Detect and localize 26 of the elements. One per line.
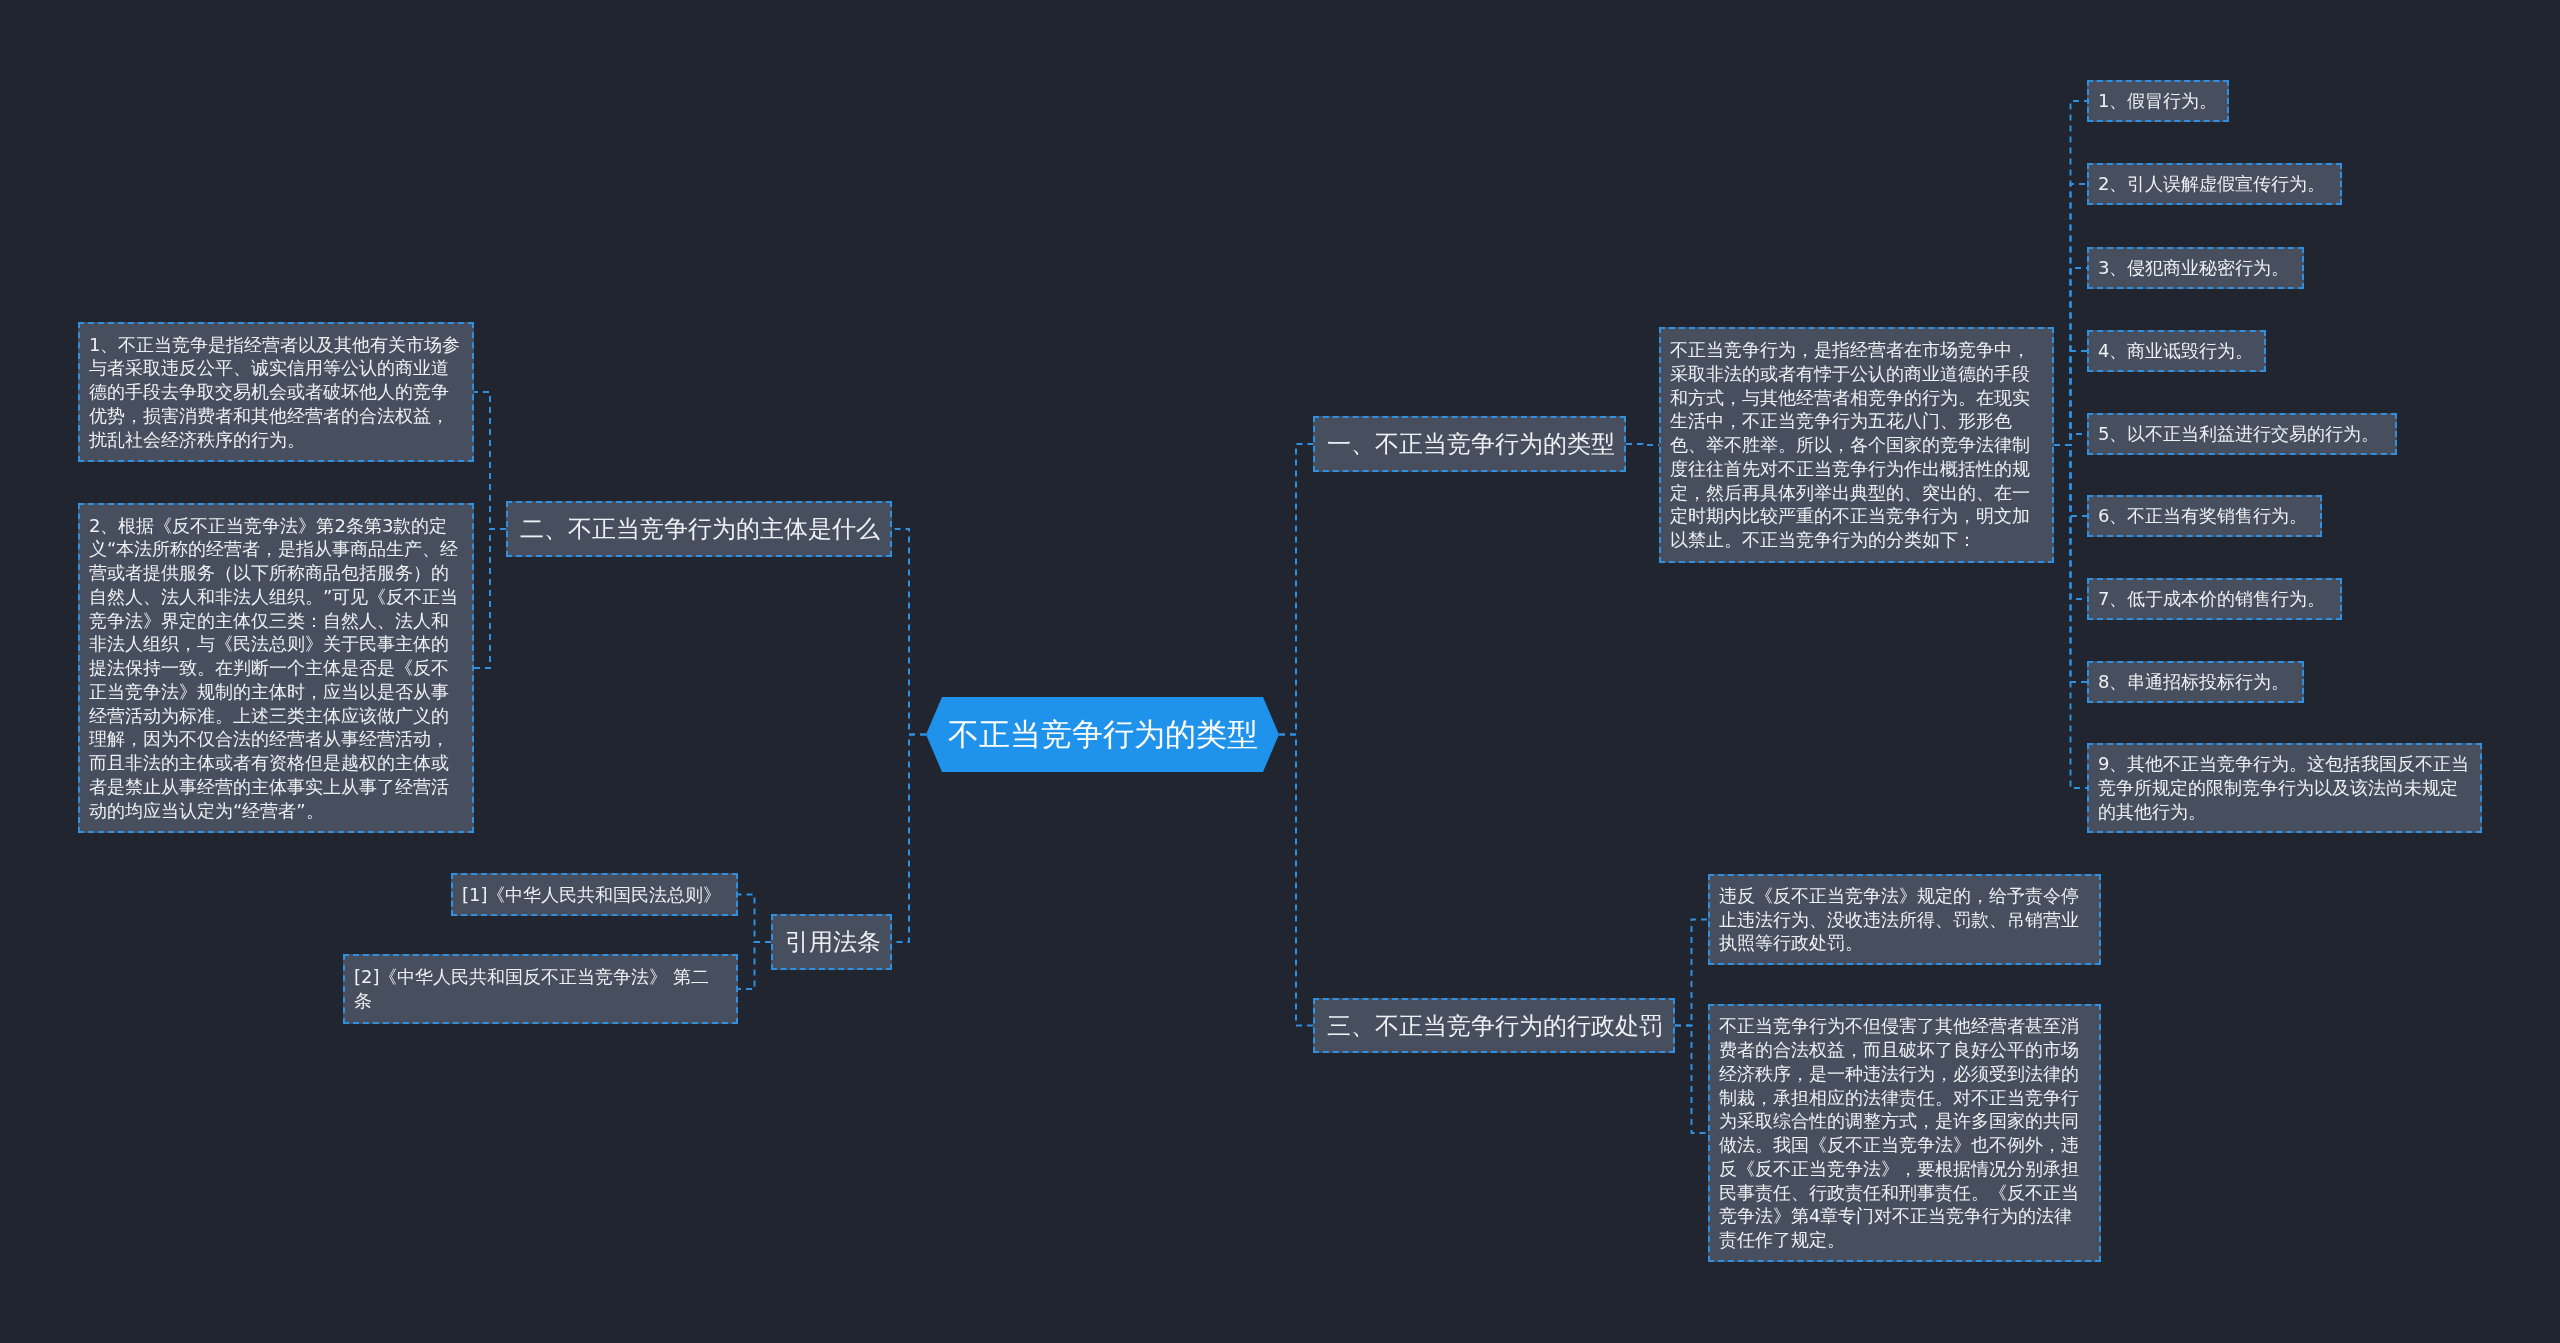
text-box: 不正当竞争行为不但侵害了其他经营者甚至消费者的合法权益，而且破坏了良好公平的市场经济秩序，是一种违法行为，必须受到法律的制裁，承担相应的法律责任。对不正当竞争行为采取综合性的调整方式，是许多国家的共同做法。我国《反不正当竞争法》也不例外，违反《反不正当竞争法》，要根据情况分别承担民事责任、行政责任和刑事责任。《反不正当竞争法》第4章专门对不正当竞争行为的法律责任作了规定。 [1708, 1004, 2101, 1262]
text-box: 1、假冒行为。 [2087, 80, 2229, 122]
text-box: 3、侵犯商业秘密行为。 [2087, 247, 2304, 289]
text-box: 9、其他不正当竞争行为。这包括我国反不正当竞争所规定的限制竞争行为以及该法尚未规定的其他行为。 [2087, 743, 2482, 833]
topic-box: 二、不正当竞争行为的主体是什么 [506, 501, 892, 557]
text-box: 1、不正当竞争是指经营者以及其他有关市场参与者采取违反公平、诚实信用等公认的商业道德的手段去争取交易机会或者破坏他人的竞争优势，损害消费者和其他经营者的合法权益，扰乱社会经济秩序的行为。 [78, 322, 474, 462]
text-box: [1]《中华人民共和国民法总则》 [451, 873, 738, 916]
text-box: 8、串通招标投标行为。 [2087, 661, 2304, 703]
text-box: 6、不正当有奖销售行为。 [2087, 495, 2322, 537]
text-box: 违反《反不正当竞争法》规定的，给予责令停止违法行为、没收违法所得、罚款、吊销营业执照等行政处罚。 [1708, 874, 2101, 965]
connector [1278, 733, 1314, 1027]
topic-box: 一、不正当竞争行为的类型 [1313, 416, 1626, 472]
connector [473, 528, 507, 669]
text-box: 4、商业诋毁行为。 [2087, 330, 2266, 372]
connector [1674, 1024, 1709, 1134]
central-topic: 不正当竞争行为的类型 [926, 697, 1279, 772]
topic-box: 引用法条 [771, 914, 892, 970]
text-box: 2、根据《反不正当竞争法》第2条第3款的定义“本法所称的经营者，是指从事商品生产、经营或者提供服务（以下所称商品包括服务）的自然人、法人和非法人组织。”可见《反不正当竞争法》界定的主体仅三类：自然人、法人和非法人组织，与《民法总则》关于民事主体的提法保持一致。在判断一个主体是否是《反不正当竞争法》规制的主体时，应当以是否从事经营活动为标准。上述三类主体应该做广义的理解，因为不仅合法的经营者从事经营活动，而且非法的主体或者有资格但是越权的主体或者是禁止从事经营的主体事实上从事了经营活动的均应当认定为“经营者”。 [78, 503, 474, 833]
text-box: 7、低于成本价的销售行为。 [2087, 578, 2342, 620]
connector [737, 941, 772, 990]
text-box: 2、引人误解虚假宣传行为。 [2087, 163, 2342, 205]
connector [2053, 444, 2088, 789]
topic-box: 三、不正当竞争行为的行政处罚 [1313, 998, 1675, 1053]
text-box: [2]《中华人民共和国反不正当竞争法》 第二条 [343, 954, 738, 1024]
text-box: 不正当竞争行为，是指经营者在市场竞争中，采取非法的或者有悖于公认的商业道德的手段和方式，与其他经营者相竞争的行为。在现实生活中，不正当竞争行为五花八门、形形色色、举不胜举。所以，各个国家的竞争法律制度往往首先对不正当竞争行为作出概括性的规定，然后再具体列举出典型的、突出的、在一定时期内比较严重的不正当竞争行为，明文加以禁止。不正当竞争行为的分类如下： [1659, 327, 2054, 563]
text-box: 5、以不正当利益进行交易的行为。 [2087, 413, 2397, 455]
